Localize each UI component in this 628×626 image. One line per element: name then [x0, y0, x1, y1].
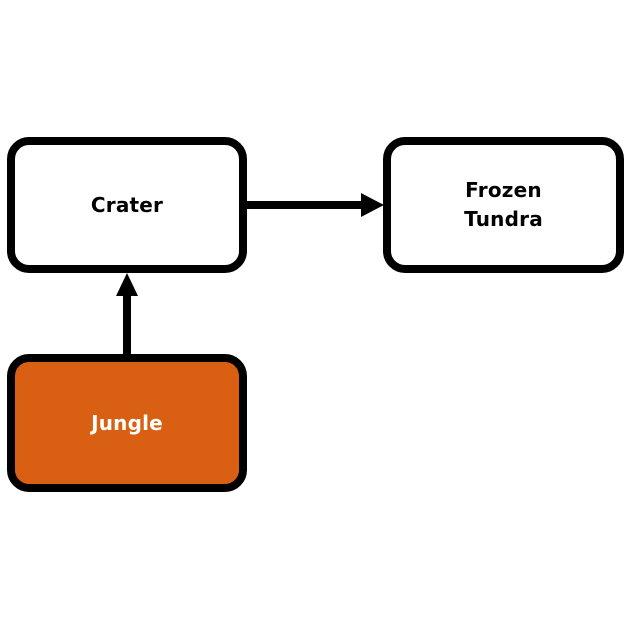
- node-jungle: Jungle: [7, 354, 247, 492]
- node-crater-label: Crater: [90, 192, 164, 217]
- node-jungle-label: Jungle: [91, 410, 163, 435]
- node-crater: Crater: [7, 137, 247, 273]
- arrowhead-up-icon: [116, 273, 138, 296]
- edge-crater-to-frozen-tundra: [246, 193, 384, 217]
- node-frozen-tundra: Frozen Tundra: [383, 137, 624, 273]
- node-frozen-tundra-label: Frozen Tundra: [464, 178, 543, 231]
- edge-jungle-to-crater: [116, 273, 138, 355]
- arrowhead-right-icon: [361, 193, 384, 217]
